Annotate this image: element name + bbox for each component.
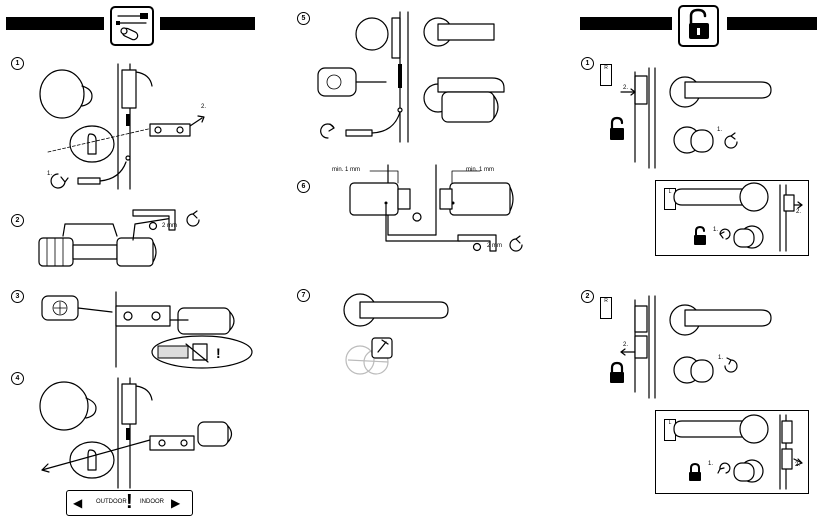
right-step-number-2: 2 bbox=[581, 290, 594, 303]
r1-panel: L 2. 1. bbox=[655, 180, 809, 256]
r1-illustration bbox=[620, 67, 772, 169]
header-bar-right-b bbox=[727, 17, 817, 30]
r1-panel-illustration bbox=[673, 182, 803, 252]
header-bar-left-a bbox=[6, 17, 104, 30]
r1-padlock-open-icon bbox=[609, 116, 625, 141]
step-number-2: 2 bbox=[11, 214, 24, 227]
r2-panel-label-b: 1. bbox=[708, 461, 714, 467]
step-number-4: 4 bbox=[11, 372, 24, 385]
padlock-open-icon bbox=[678, 5, 719, 47]
step-number-5: 5 bbox=[297, 12, 310, 25]
step3-illustration: ! bbox=[41, 291, 253, 369]
r2-panel-l-label: L bbox=[668, 420, 672, 426]
step1-label-b: 2. bbox=[201, 104, 207, 110]
r1-label-a: 2. bbox=[623, 85, 629, 91]
r1-r-label: R bbox=[604, 65, 608, 71]
r2-panel-label-a: 2. bbox=[795, 462, 801, 468]
step-number-6: 6 bbox=[297, 180, 310, 193]
r2-panel-illustration bbox=[673, 414, 803, 490]
warning-mark: ! bbox=[126, 491, 133, 513]
step6-min-left: min. 1 mm bbox=[332, 167, 361, 173]
step6-illustration bbox=[349, 164, 523, 252]
screwdriver-tools-icon bbox=[110, 6, 154, 46]
step2-size-label: 2 mm bbox=[162, 223, 177, 229]
step4-illustration bbox=[39, 377, 233, 489]
right-step-number-1: 1 bbox=[581, 57, 594, 70]
r1-panel-l-label: L bbox=[668, 189, 672, 195]
r2-label-b: 1. bbox=[718, 355, 724, 361]
r2-panel-padlock-closed-icon bbox=[688, 463, 702, 482]
outdoor-indoor-banner: ◀ OUTDOOR ! INDOOR ▶ bbox=[66, 490, 193, 516]
step2-illustration bbox=[38, 209, 200, 267]
header-bar-left-b bbox=[160, 17, 255, 30]
step6-min-right: min. 1 mm bbox=[466, 167, 495, 173]
step1-illustration bbox=[39, 63, 205, 190]
svg-text:!: ! bbox=[216, 345, 221, 361]
step7-illustration bbox=[343, 293, 449, 375]
r2-label-a: 2. bbox=[623, 342, 629, 348]
r1-panel-padlock-open-icon bbox=[693, 226, 707, 246]
step5-illustration bbox=[317, 11, 505, 143]
r2-r-label: R bbox=[604, 298, 608, 304]
step-number-1: 1 bbox=[11, 57, 24, 70]
r1-panel-label-a: 2. bbox=[796, 209, 802, 215]
r1-panel-label-b: 1. bbox=[713, 227, 719, 233]
r1-rl-indicator: R bbox=[600, 64, 612, 86]
step6-size-label: 2 mm bbox=[487, 243, 502, 249]
r2-padlock-closed-icon bbox=[609, 361, 625, 384]
arrow-right-icon: ▶ bbox=[171, 496, 181, 510]
r2-illustration bbox=[620, 295, 772, 399]
r2-panel: L 2. 1. bbox=[655, 410, 809, 494]
r2-rl-indicator: R bbox=[600, 297, 612, 319]
indoor-label: INDOOR bbox=[140, 499, 164, 505]
header-bar-right-a bbox=[580, 17, 672, 30]
outdoor-label: OUTDOOR bbox=[96, 499, 127, 505]
arrow-left-icon: ◀ bbox=[73, 496, 83, 510]
step-number-7: 7 bbox=[297, 289, 310, 302]
step1-label-a: 1. bbox=[47, 171, 53, 177]
r1-label-b: 1. bbox=[717, 127, 723, 133]
step-number-3: 3 bbox=[11, 290, 24, 303]
